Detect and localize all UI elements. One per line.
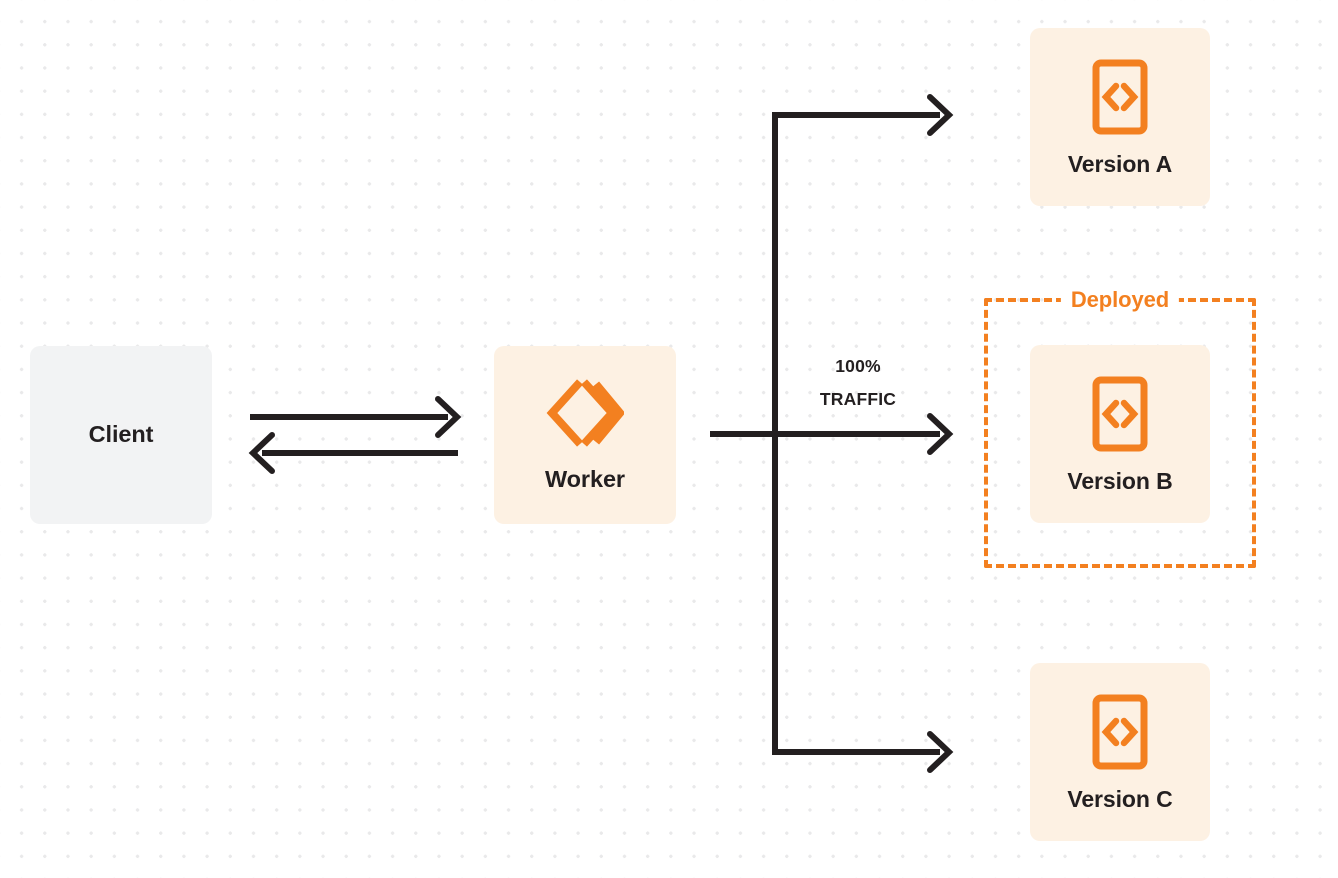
- traffic-word: TRAFFIC: [819, 389, 897, 410]
- node-version-b[interactable]: Version B: [1030, 345, 1210, 523]
- arrow-client-to-worker: [250, 396, 462, 438]
- traffic-label: 100% TRAFFIC: [790, 350, 926, 417]
- arrow-worker-to-version-c: [772, 731, 954, 773]
- node-worker-label: Worker: [545, 466, 625, 493]
- code-file-icon: [1090, 375, 1150, 453]
- node-version-a-label: Version A: [1067, 151, 1173, 177]
- cloudflare-workers-logo-icon: [546, 378, 626, 448]
- node-client-label: Client: [88, 421, 154, 448]
- arrow-worker-to-version-a: [772, 94, 954, 136]
- arrow-worker-to-client: [248, 432, 458, 474]
- node-version-b-label: Version B: [1067, 468, 1173, 494]
- node-version-c[interactable]: Version C: [1030, 663, 1210, 841]
- deployed-group: Deployed: [984, 287, 1256, 568]
- node-version-a[interactable]: Version A: [1030, 28, 1210, 206]
- traffic-percent: 100%: [835, 356, 881, 376]
- node-client[interactable]: Client: [30, 346, 212, 524]
- code-file-icon: [1090, 58, 1150, 136]
- code-file-icon: [1090, 693, 1150, 771]
- node-version-c-label: Version C: [1067, 786, 1173, 812]
- arrow-worker-to-version-b: [710, 413, 954, 455]
- node-worker[interactable]: Worker: [494, 346, 676, 524]
- deployed-group-label: Deployed: [1060, 287, 1180, 313]
